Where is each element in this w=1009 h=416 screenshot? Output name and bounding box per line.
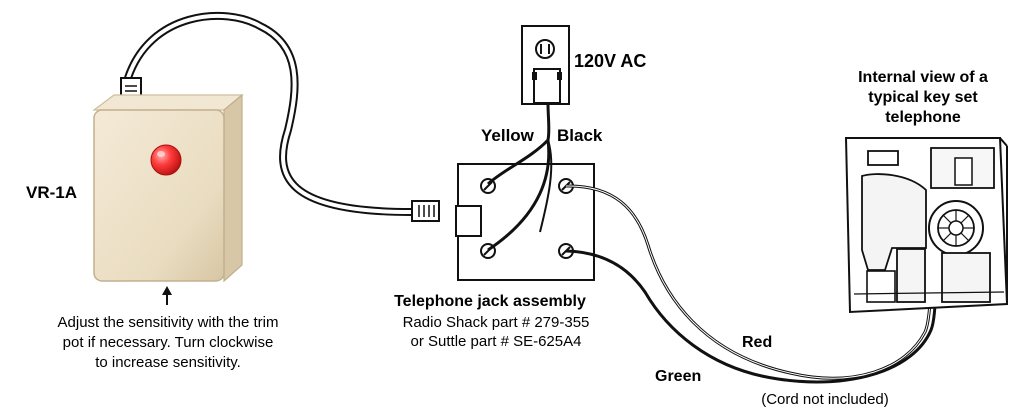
phone-cord <box>565 184 938 384</box>
device-cable <box>124 12 415 216</box>
power-wires <box>486 102 553 252</box>
jack-part-line-2: or Suttle part # SE-625A4 <box>411 333 582 350</box>
jack-title: Telephone jack assembly <box>394 293 586 310</box>
power-outlet-icon <box>521 25 570 105</box>
cord-note: (Cord not included) <box>761 391 889 408</box>
sensitivity-line-3: to increase sensitivity. <box>95 354 241 371</box>
sensitivity-line-1: Adjust the sensitivity with the trim <box>58 314 279 331</box>
vr1a-device-icon <box>92 93 244 283</box>
phone-title-line-3: telephone <box>885 109 961 126</box>
yellow-label: Yellow <box>481 126 535 145</box>
device-label: VR-1A <box>26 183 77 202</box>
phone-title-line-1: Internal view of a <box>858 69 988 86</box>
black-label: Black <box>557 126 603 145</box>
phone-title-line-2: typical key set <box>868 89 978 106</box>
jack-part-line-1: Radio Shack part # 279-355 <box>403 314 590 331</box>
green-label: Green <box>655 368 701 385</box>
key-set-phone-internal-icon <box>844 137 1009 314</box>
phone-jack-plate-icon <box>455 163 595 281</box>
jack-plug-icon <box>411 200 440 222</box>
power-label: 120V AC <box>574 51 646 71</box>
red-label: Red <box>742 334 772 351</box>
power-plug-icon <box>532 68 562 104</box>
up-arrow-icon <box>162 286 172 305</box>
sensitivity-line-2: pot if necessary. Turn clockwise <box>63 334 274 351</box>
